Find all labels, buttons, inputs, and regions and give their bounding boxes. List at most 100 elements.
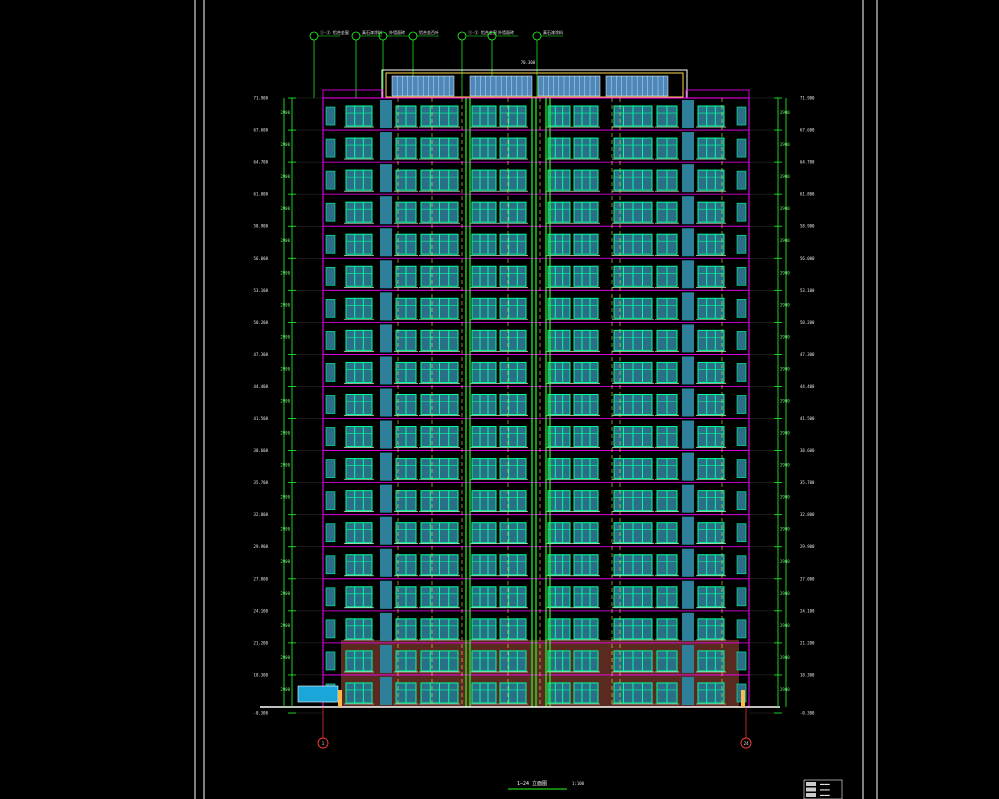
window: [573, 458, 599, 480]
legend-swatch: [806, 793, 816, 797]
window: [471, 329, 497, 351]
level-label: 58.900: [254, 224, 269, 229]
wall-panel: [682, 516, 694, 545]
wall-panel: [682, 420, 694, 449]
window: [547, 329, 571, 351]
window: [345, 201, 373, 223]
window: [499, 586, 527, 608]
floor-height: 2900: [280, 399, 290, 404]
wall-panel: [682, 164, 694, 193]
level-label: 35.700: [800, 480, 815, 485]
window: [471, 458, 497, 480]
window: [499, 554, 527, 576]
window: [573, 361, 599, 383]
window: [697, 137, 725, 159]
wall-panel: [682, 292, 694, 321]
wall-panel: [380, 420, 392, 449]
level-label: 61.800: [254, 192, 269, 197]
window: [499, 650, 527, 672]
window: [345, 105, 373, 127]
window: [471, 490, 497, 512]
level-label: 50.200: [800, 320, 815, 325]
window: [547, 522, 571, 544]
callout-bubble: [309, 31, 319, 41]
level-label: 35.700: [254, 480, 269, 485]
wall-panel: [682, 644, 694, 673]
side-window: [736, 138, 747, 158]
window: [547, 458, 571, 480]
callout-label: 外墙面砖: [498, 29, 514, 35]
level-label: 29.900: [254, 544, 269, 549]
window: [573, 201, 599, 223]
floor-height: 2900: [780, 463, 790, 468]
window: [573, 169, 599, 191]
window: [697, 393, 725, 416]
window: [345, 650, 373, 672]
floor-height: 2900: [780, 142, 790, 147]
axis-label: 1: [322, 741, 325, 746]
wall-panel: [682, 548, 694, 577]
wall-panel: [380, 132, 392, 161]
side-window: [325, 555, 336, 575]
window: [547, 586, 571, 608]
window: [499, 329, 527, 351]
callout: 真石漆涂料: [351, 29, 382, 98]
callout-label: 真石漆涂料: [543, 29, 563, 35]
floor-height: 2900: [780, 366, 790, 371]
level-label: 53.100: [254, 288, 269, 293]
side-window: [325, 587, 336, 607]
building-facade: [260, 97, 780, 708]
window: [573, 490, 599, 512]
wall-panel: [682, 260, 694, 289]
side-window: [736, 170, 747, 190]
window: [697, 297, 725, 319]
level-label: 41.500: [800, 416, 815, 421]
floor-height: 2900: [280, 687, 290, 692]
window: [471, 554, 497, 576]
window: [573, 393, 599, 416]
window: [471, 297, 497, 319]
wall-panel: [682, 324, 694, 353]
window: [345, 682, 373, 704]
side-window: [736, 651, 747, 671]
window: [471, 522, 497, 544]
side-window: [736, 395, 747, 414]
level-label: -0.300: [800, 711, 815, 716]
window: [499, 682, 527, 704]
floor-height: 2900: [280, 238, 290, 243]
level-label: 21.200: [254, 640, 269, 645]
window: [471, 393, 497, 416]
entrance-post: [338, 690, 342, 707]
floor-height: 2900: [780, 174, 790, 179]
wall-panel: [682, 228, 694, 257]
side-window: [736, 587, 747, 607]
drawing-scale: 1:100: [572, 781, 585, 786]
window: [697, 329, 725, 351]
entrance-canopy: [297, 685, 339, 703]
floor-height: 2900: [780, 431, 790, 436]
callout-bubble: [457, 31, 467, 41]
side-window: [325, 619, 336, 639]
wall-panel: [380, 292, 392, 321]
window: [345, 265, 373, 287]
window: [345, 233, 373, 255]
floor-height: 2900: [280, 623, 290, 628]
window: [573, 105, 599, 127]
window: [697, 458, 725, 480]
window: [573, 297, 599, 319]
window: [345, 522, 373, 544]
window: [499, 233, 527, 255]
window: [499, 361, 527, 383]
level-label: 53.100: [800, 288, 815, 293]
level-label: 24.100: [800, 608, 815, 613]
window: [471, 361, 497, 383]
window: [573, 554, 599, 576]
window: [697, 490, 725, 512]
level-label: 24.100: [254, 608, 269, 613]
wall-panel: [380, 324, 392, 353]
level-label: 38.600: [254, 448, 269, 453]
window: [471, 233, 497, 255]
axis-label: 24: [744, 741, 749, 746]
wall-panel: [682, 580, 694, 609]
